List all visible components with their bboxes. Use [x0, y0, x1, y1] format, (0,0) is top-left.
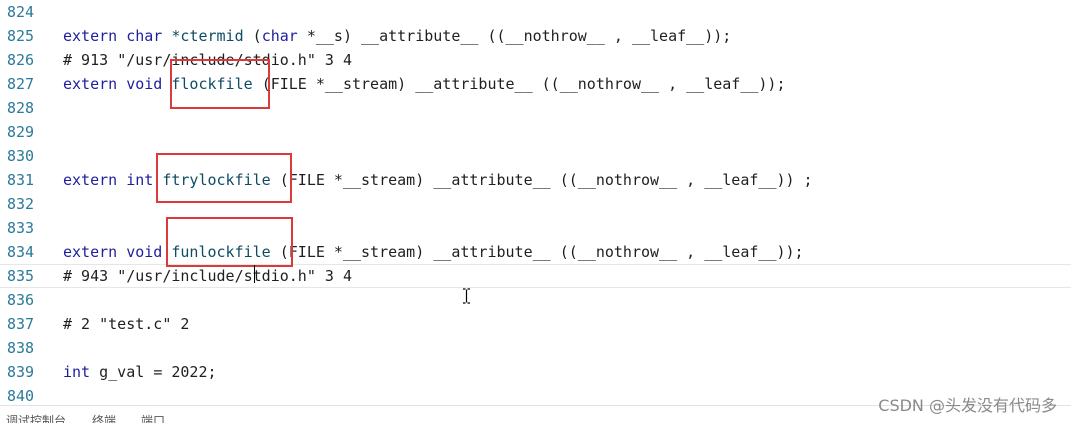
- line-code: int g_val = 2022;: [63, 360, 217, 384]
- line-number: 827: [7, 75, 35, 93]
- code-line[interactable]: 831 extern int ftrylockfile (FILE *__stre…: [0, 168, 1071, 192]
- code-token: *ctermid: [171, 27, 253, 45]
- code-token: char: [261, 27, 307, 45]
- code-token: 3 4: [315, 51, 352, 69]
- code-token: (FILE *__stream): [279, 171, 434, 189]
- code-token: ftrylockfile: [162, 171, 280, 189]
- tab-terminal[interactable]: 终端: [92, 414, 117, 423]
- line-number: 834: [7, 243, 35, 261]
- code-token: (FILE *__stream): [279, 243, 434, 261]
- code-token: extern: [63, 243, 127, 261]
- code-token: ((__nothrow__ , __leaf__));: [559, 243, 804, 261]
- code-line[interactable]: 833: [0, 216, 1071, 240]
- line-number: 836: [7, 291, 35, 309]
- line-number: 828: [7, 99, 35, 117]
- code-token: g_val: [99, 363, 154, 381]
- code-token: ((__nothrow__ , __leaf__));: [541, 75, 786, 93]
- code-token: flockfile: [171, 75, 262, 93]
- code-line[interactable]: 832: [0, 192, 1071, 216]
- line-code: # 2 "test.c" 2: [63, 312, 189, 336]
- code-token: =: [153, 363, 172, 381]
- code-token: # 2: [63, 315, 100, 333]
- line-number: 826: [7, 51, 35, 69]
- line-number: 829: [7, 123, 35, 141]
- code-line[interactable]: 839 int g_val = 2022;: [0, 360, 1071, 384]
- line-number: 837: [7, 315, 35, 333]
- code-token: int: [126, 171, 163, 189]
- code-token: "/usr/include/stdio.h": [117, 267, 316, 285]
- tab-debug-console[interactable]: 调试控制台: [6, 414, 67, 423]
- code-line[interactable]: 835 # 943 "/usr/include/stdio.h" 3 4: [0, 264, 1071, 288]
- code-token: ;: [207, 363, 217, 381]
- code-token: extern: [63, 75, 127, 93]
- line-number: 840: [7, 387, 35, 405]
- code-token: void: [126, 75, 172, 93]
- code-line[interactable]: 826# 913 "/usr/include/stdio.h" 3 4: [0, 48, 1071, 72]
- code-token: (: [252, 27, 262, 45]
- code-line[interactable]: 840: [0, 384, 1071, 408]
- code-line[interactable]: 827 extern void flockfile (FILE *__stream…: [0, 72, 1071, 96]
- bottom-panel: 调试控制台 终端 端口: [0, 405, 1071, 423]
- line-code: # 943 "/usr/include/stdio.h" 3 4: [63, 265, 352, 287]
- line-code: extern void funlockfile (FILE *__stream)…: [63, 240, 804, 264]
- code-line[interactable]: 838: [0, 336, 1071, 360]
- code-token: # 943: [63, 267, 118, 285]
- code-line[interactable]: 824: [0, 0, 1071, 24]
- code-token: __attribute__: [415, 75, 542, 93]
- code-token: void: [126, 243, 172, 261]
- line-number: 833: [7, 219, 35, 237]
- line-number: 824: [7, 3, 35, 21]
- code-line[interactable]: 836: [0, 288, 1071, 312]
- code-token: 3 4: [315, 267, 352, 285]
- code-line[interactable]: 829: [0, 120, 1071, 144]
- code-token: ((__nothrow__ , __leaf__));: [487, 27, 732, 45]
- code-line[interactable]: 830: [0, 144, 1071, 168]
- line-number: 839: [7, 363, 35, 381]
- code-token: int: [63, 363, 100, 381]
- line-code: extern char *ctermid (char *__s) __attri…: [63, 24, 731, 48]
- line-number: 825: [7, 27, 35, 45]
- code-token: __attribute__: [433, 243, 560, 261]
- highlight-box-funlockfile: [166, 217, 293, 267]
- code-token: __attribute__: [433, 171, 560, 189]
- mouse-ibeam-cursor-icon: [462, 288, 471, 304]
- highlight-box-ftrylockfile: [156, 153, 292, 203]
- code-token: # 913: [63, 51, 118, 69]
- code-token: ((__nothrow__ , __leaf__)) ;: [559, 171, 813, 189]
- code-token: char: [126, 27, 172, 45]
- code-token: funlockfile: [171, 243, 280, 261]
- text-caret: [254, 265, 255, 283]
- code-token: "test.c": [99, 315, 172, 333]
- line-number: 838: [7, 339, 35, 357]
- code-line[interactable]: 828: [0, 96, 1071, 120]
- code-line[interactable]: 834 extern void funlockfile (FILE *__stre…: [0, 240, 1071, 264]
- line-code: extern void flockfile (FILE *__stream) _…: [63, 72, 786, 96]
- code-line[interactable]: 837 # 2 "test.c" 2: [0, 312, 1071, 336]
- line-number: 831: [7, 171, 35, 189]
- code-token: extern: [63, 27, 127, 45]
- highlight-box-flockfile: [170, 59, 270, 109]
- line-code: extern int ftrylockfile (FILE *__stream)…: [63, 168, 813, 192]
- watermark: CSDN @头发没有代码多: [878, 396, 1057, 415]
- code-token: extern: [63, 171, 127, 189]
- line-number: 830: [7, 147, 35, 165]
- tab-ports[interactable]: 端口: [141, 414, 166, 423]
- line-number: 832: [7, 195, 35, 213]
- code-token: __attribute__: [361, 27, 488, 45]
- line-number: 835: [7, 267, 35, 285]
- code-token: 2022: [171, 363, 208, 381]
- code-token: (FILE *__stream): [261, 75, 416, 93]
- code-token: *__s): [306, 27, 362, 45]
- code-token: 2: [171, 315, 190, 333]
